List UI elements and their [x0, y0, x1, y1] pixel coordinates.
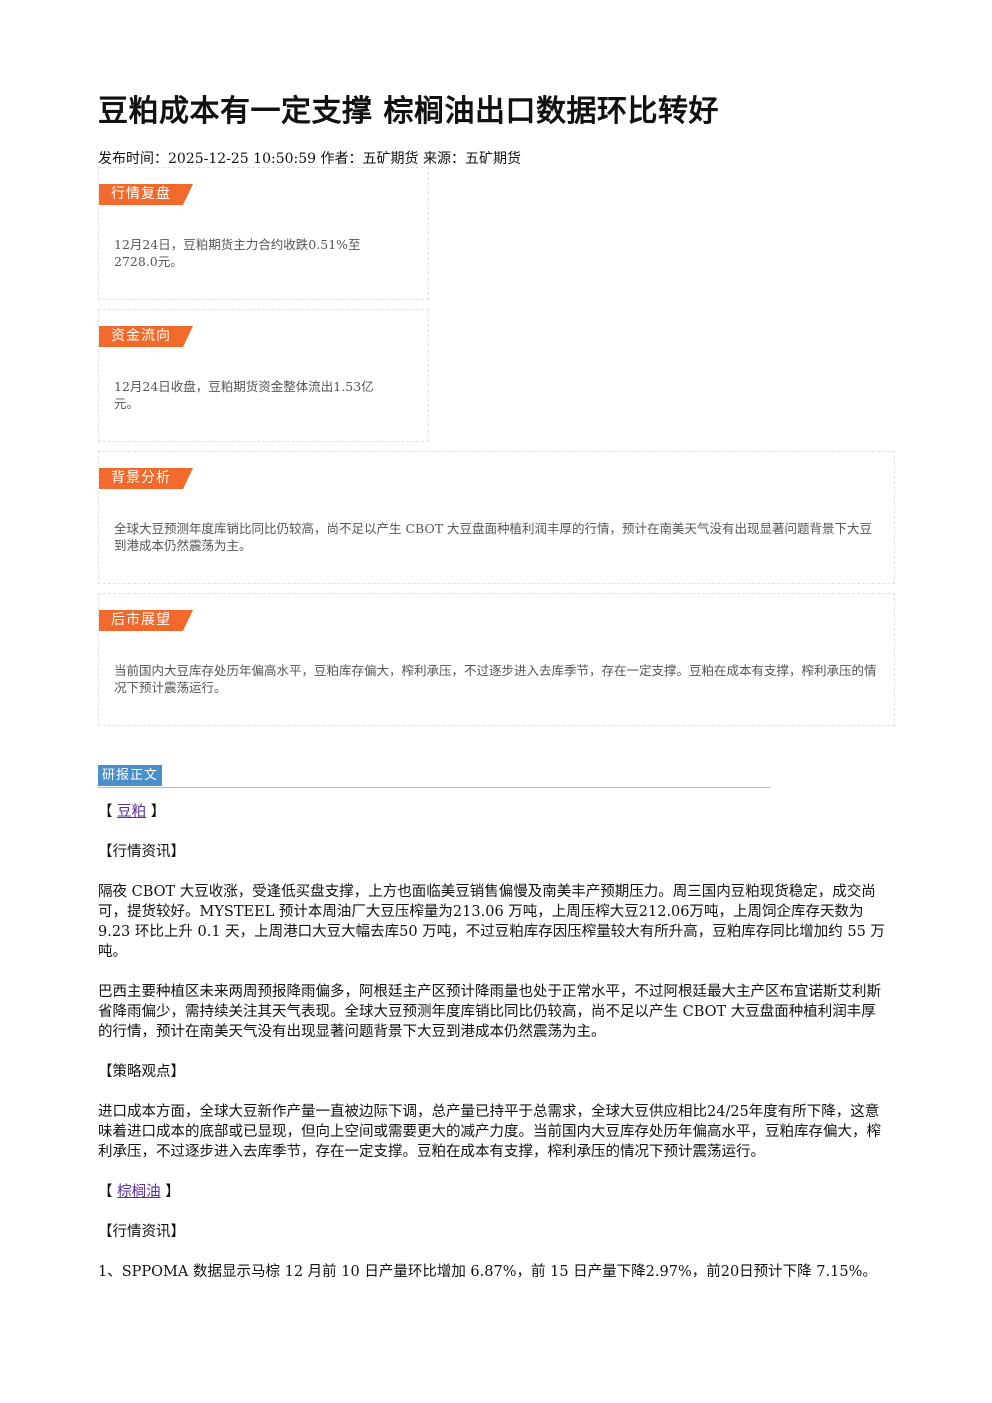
- report-body: 【 豆粕 】 【行情资讯】 隔夜 CBOT 大豆收涨，受逢低买盘支撑，上方也面临…: [98, 802, 890, 1302]
- soymeal-link[interactable]: 豆粕: [117, 804, 147, 820]
- paragraph: 隔夜 CBOT 大豆收涨，受逢低买盘支撑，上方也面临美豆销售偏慢及南美丰产预期压…: [98, 884, 885, 960]
- palm-section-heading: 【 棕榈油 】: [98, 1182, 890, 1202]
- report-header: 研报正文: [98, 765, 770, 788]
- bracket-open: 【: [98, 804, 113, 820]
- fund-flow-box: 资金流向 12月24日收盘，豆粕期货资金整体流出1.53亿元。: [98, 309, 429, 442]
- outlook-box: 后市展望 当前国内大豆库存处历年偏高水平，豆粕库存偏大，榨利承压，不过逐步进入去…: [98, 593, 895, 726]
- market-review-tag: 行情复盘: [99, 184, 193, 205]
- fund-flow-tag: 资金流向: [99, 326, 193, 347]
- bracket-close: 】: [150, 804, 166, 820]
- background-text: 全球大豆预测年度库销比同比仍较高，尚不足以产生 CBOT 大豆盘面种植利润丰厚的…: [114, 521, 873, 553]
- paragraph: 1、SPPOMA 数据显示马棕 12 月前 10 日产量环比增加 6.87%，前…: [98, 1264, 877, 1280]
- soymeal-section-heading: 【 豆粕 】: [98, 802, 890, 822]
- article-meta: 发布时间：2025-12-25 10:50:59 作者：五矿期货 来源：五矿期货: [98, 151, 521, 167]
- outlook-tag: 后市展望: [99, 610, 193, 631]
- fund-flow-text: 12月24日收盘，豆粕期货资金整体流出1.53亿元。: [114, 379, 374, 411]
- background-box: 背景分析 全球大豆预测年度库销比同比仍较高，尚不足以产生 CBOT 大豆盘面种植…: [98, 451, 895, 584]
- market-review-text: 12月24日，豆粕期货主力合约收跌0.51%至2728.0元。: [114, 237, 361, 269]
- outlook-text: 当前国内大豆库存处历年偏高水平，豆粕库存偏大，榨利承压，不过逐步进入去库季节，存…: [114, 663, 877, 695]
- palm-oil-link[interactable]: 棕榈油: [117, 1184, 161, 1200]
- market-review-box: 行情复盘 12月24日，豆粕期货主力合约收跌0.51%至2728.0元。: [98, 167, 429, 300]
- bracket-open: 【: [98, 1184, 113, 1200]
- page-title: 豆粕成本有一定支撑 棕榈油出口数据环比转好: [98, 94, 719, 129]
- bracket-close: 】: [165, 1184, 180, 1200]
- strategy-heading: 【策略观点】: [98, 1064, 185, 1080]
- market-info-heading: 【行情资讯】: [98, 844, 185, 860]
- palm-market-info-heading: 【行情资讯】: [98, 1224, 185, 1240]
- background-tag: 背景分析: [99, 468, 193, 489]
- paragraph: 巴西主要种植区未来两周预报降雨偏多，阿根廷主产区预计降雨量也处于正常水平，不过阿…: [98, 984, 881, 1040]
- paragraph: 进口成本方面，全球大豆新作产量一直被边际下调，总产量已持平于总需求，全球大豆供应…: [98, 1104, 881, 1160]
- report-tag: 研报正文: [98, 765, 163, 786]
